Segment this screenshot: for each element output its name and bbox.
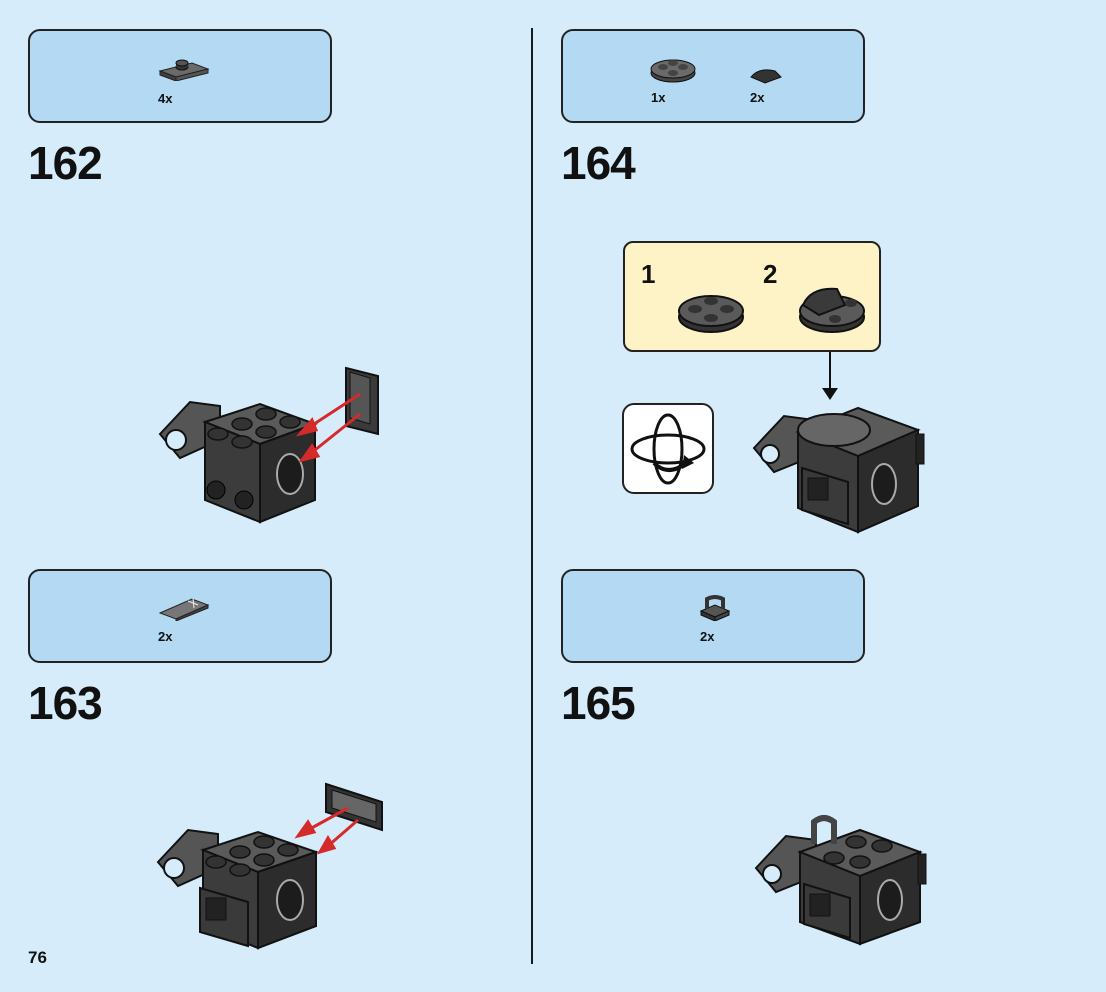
sub-step-2: 2 (763, 259, 778, 289)
printed-tile-icon (158, 597, 210, 621)
round-plate-icon (678, 295, 744, 333)
step-165-assembly (754, 815, 927, 946)
parts-box-162: 4x (28, 29, 332, 123)
quarter-tile-icon (750, 69, 782, 84)
step-number-162: 162 (28, 137, 103, 189)
part-quantity: 1x (651, 90, 666, 105)
part-quantity: 2x (158, 629, 173, 644)
sub-step-1: 1 (641, 259, 656, 289)
sub-assembly-callout: 1 2 (623, 241, 881, 352)
parts-box-163: 2x (28, 569, 332, 663)
round-plate-with-tile-icon (799, 287, 865, 333)
parts-box-164: 1x 2x (561, 29, 865, 123)
column-divider (531, 28, 533, 964)
jumper-plate-icon (158, 59, 210, 81)
clip-plate-icon (699, 595, 731, 621)
step-162-assembly (158, 366, 379, 524)
rotate-model-icon (630, 413, 706, 485)
step-number-164: 164 (561, 137, 636, 189)
step-163-assembly (156, 782, 383, 950)
parts-box-165: 2x (561, 569, 865, 663)
step-164-assembly (752, 352, 925, 534)
round-plate-icon (650, 59, 696, 83)
part-quantity: 2x (750, 90, 765, 105)
rotate-model-box (622, 403, 714, 494)
page-number: 76 (28, 948, 47, 967)
part-quantity: 2x (700, 629, 715, 644)
step-number-165: 165 (561, 677, 636, 729)
step-number-163: 163 (28, 677, 103, 729)
part-quantity: 4x (158, 91, 173, 106)
